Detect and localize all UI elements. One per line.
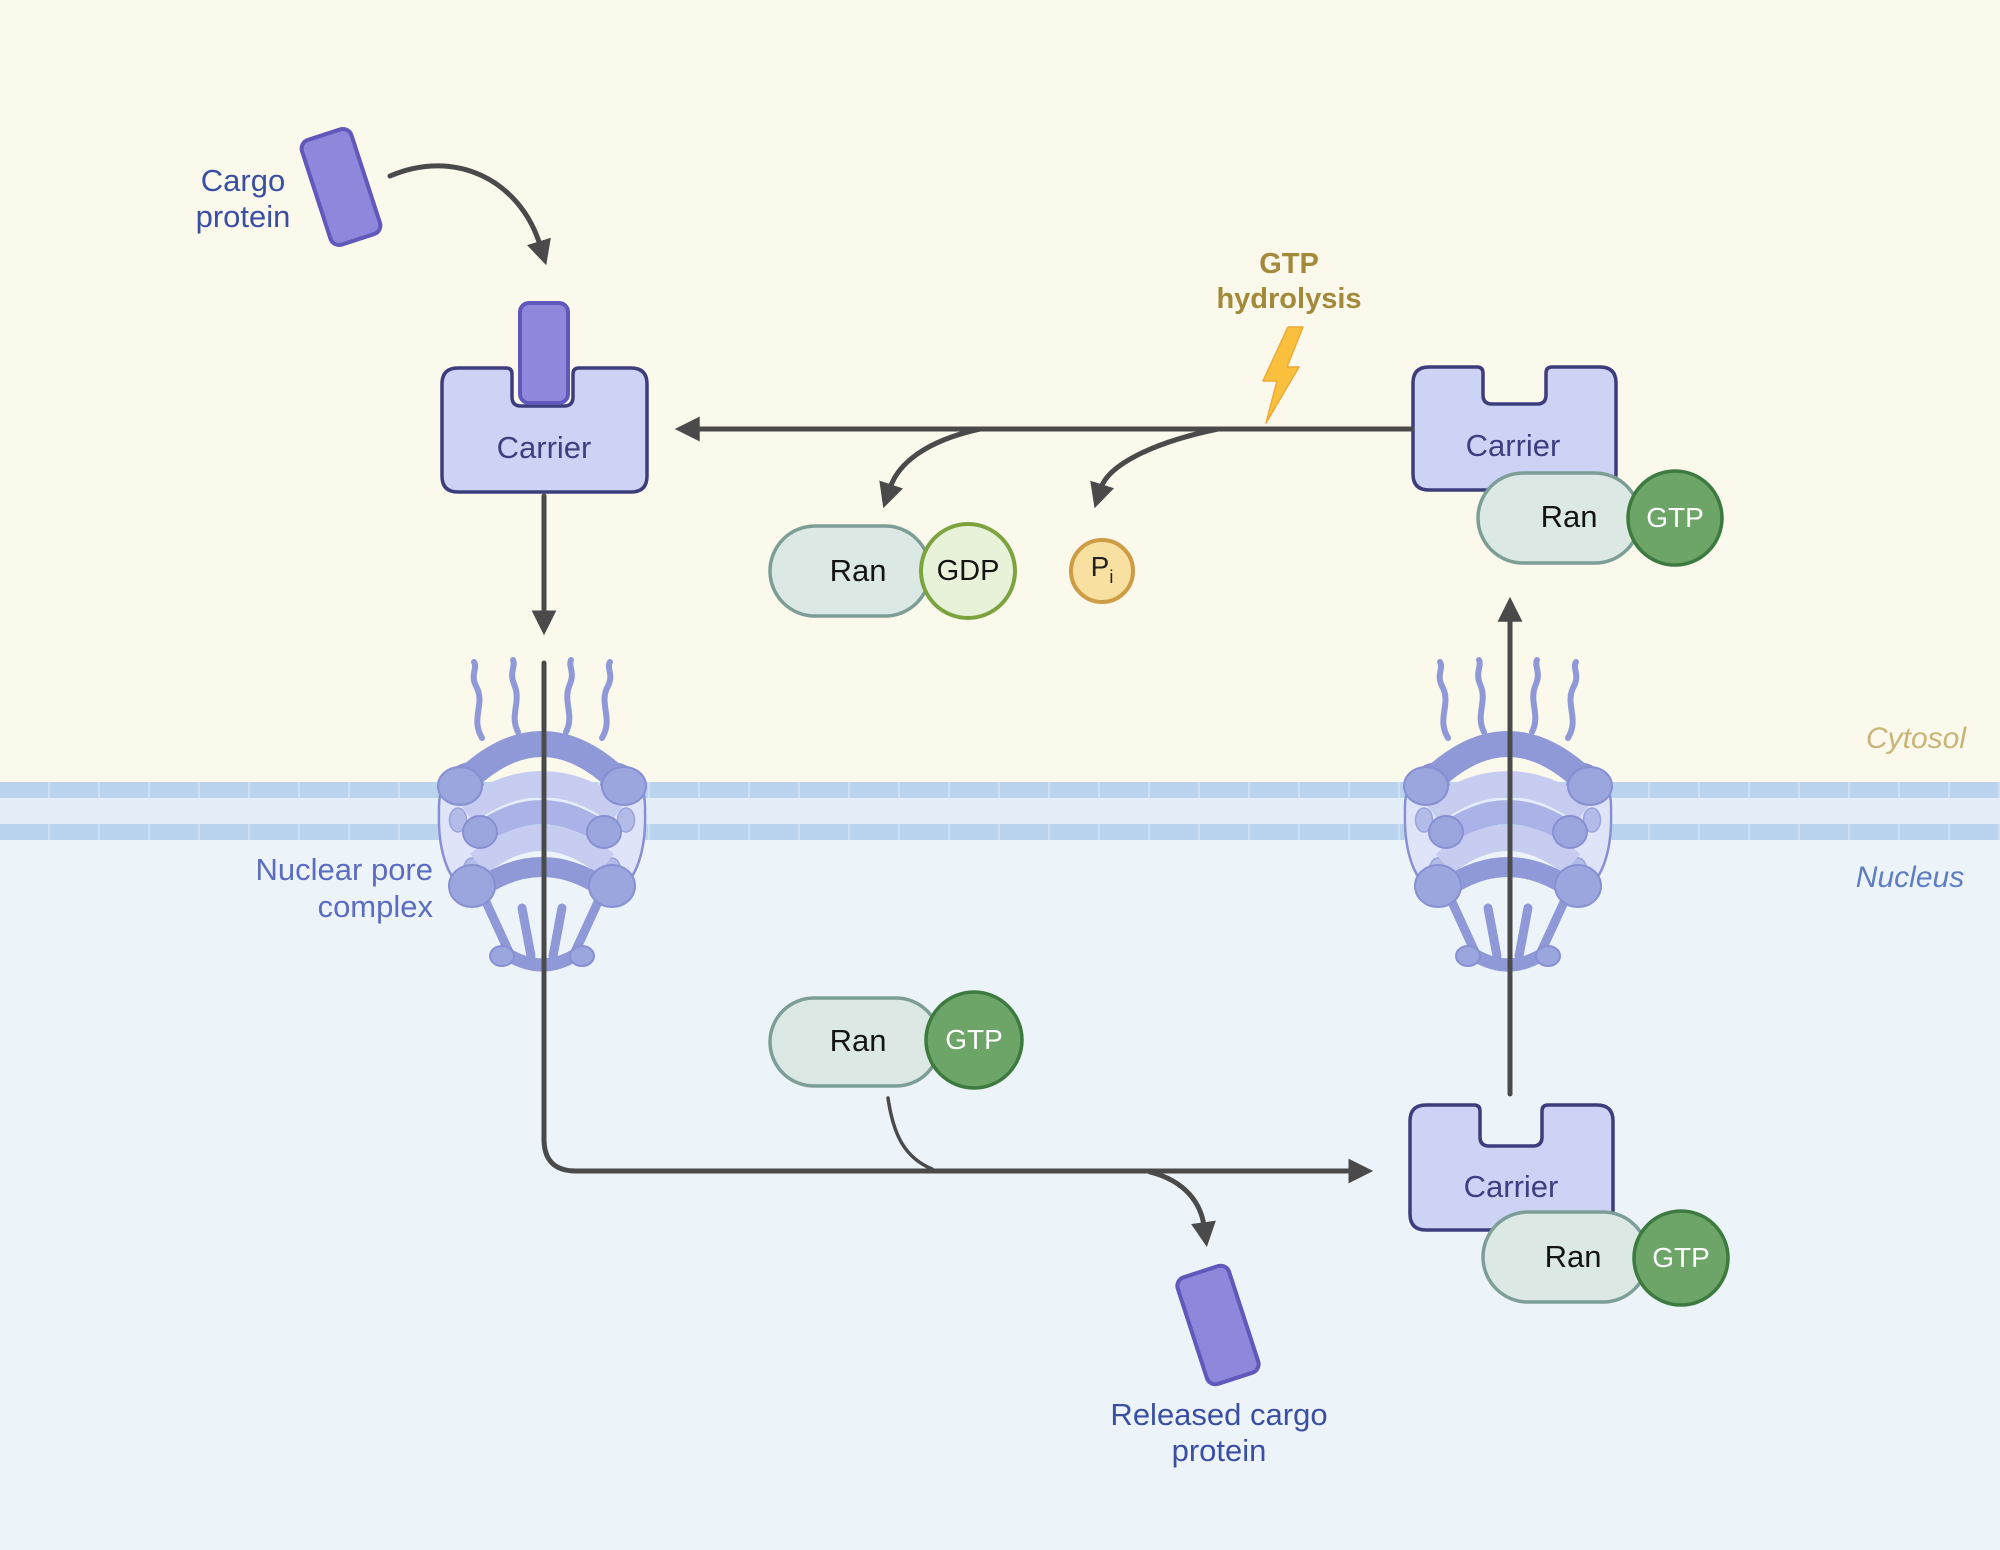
gtp-circle-cytosol-right [1626,469,1724,567]
ran-label-nucleus-carrier: Ran [1544,1239,1602,1274]
gtp-circle-free-nucleus [924,990,1024,1090]
gtp-label-free-nucleus: GTP [945,1024,1003,1055]
nucleus-label: Nucleus [1855,861,1965,894]
cargo-protein-label: Cargo protein [195,163,291,234]
carrier-label-cytosol-right: Carrier [1465,428,1561,463]
cargo-in-carrier-shape [518,301,570,405]
pi-circle [1069,538,1135,604]
released-cargo-protein-label: Released cargo protein [1110,1397,1328,1468]
ran-label-gdp: Ran [829,553,887,588]
carrier-shape-cytosol-right [1411,365,1618,492]
gtp-hydrolysis-label: GTP hydrolysis [1216,248,1362,315]
ran-label-cytosol-right: Ran [1540,499,1598,534]
pi-label: Pi [1090,551,1114,587]
nucleus-region [0,840,2000,1550]
nuclear-pore-complex-label: Nuclear pore complex [255,852,433,924]
perinuclear-space [0,798,2000,824]
gdp-circle [919,522,1017,620]
arrow-release-cargo [1147,1169,1216,1248]
cargo-protein-shape [299,126,383,248]
lightning-bolt-icon [1262,326,1304,424]
gtp-label-nucleus-carrier: GTP [1652,1242,1710,1273]
carrier-label-cytosol-left: Carrier [496,430,592,465]
arrow-import-path [541,660,1374,1184]
gdp-label: GDP [936,555,1000,587]
carrier-shape-cytosol-left [440,366,649,494]
arrow-cargo-to-carrier [387,163,551,266]
released-cargo-shape [1175,1263,1261,1387]
gtp-circle-nucleus-carrier [1632,1209,1730,1307]
ran-label-free-nucleus: Ran [829,1023,887,1058]
arrow-branch-pi [1090,426,1221,509]
cytosol-label: Cytosol [1865,722,1967,755]
arrow-branch-ran-gdp [879,426,983,509]
carrier-label-nucleus: Carrier [1463,1169,1559,1204]
gtp-label-cytosol-right: GTP [1646,502,1704,533]
line-rangtp-join [886,1096,934,1171]
carrier-shape-nucleus [1408,1103,1615,1232]
